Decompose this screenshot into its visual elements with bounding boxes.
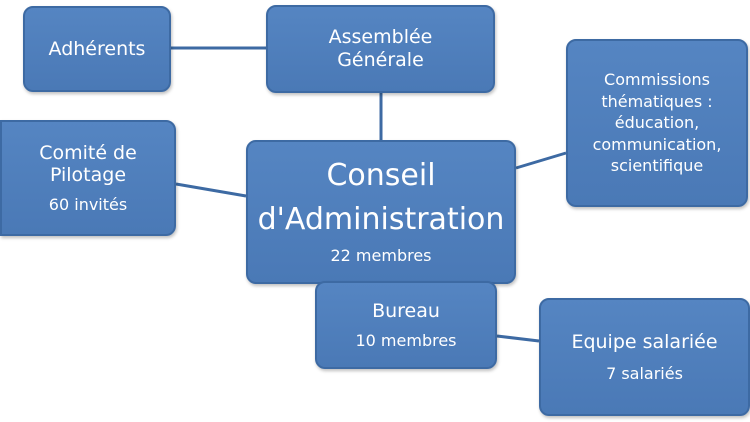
node-assemblee-generale: Assemblée Générale bbox=[266, 5, 495, 93]
node-bureau: Bureau 10 membres bbox=[315, 281, 497, 369]
node-comite-pilotage: Comité de Pilotage 60 invités bbox=[0, 120, 176, 236]
node-bureau-count: 10 membres bbox=[355, 330, 457, 350]
node-comite-label-2: Pilotage bbox=[49, 164, 127, 187]
node-equipe-label: Equipe salariée bbox=[571, 331, 718, 353]
node-adherents-label: Adhérents bbox=[48, 37, 146, 60]
node-comite-label-1: Comité de bbox=[39, 141, 137, 164]
node-conseil-count: 22 membres bbox=[330, 246, 432, 266]
node-comite-count: 60 invités bbox=[48, 195, 128, 215]
node-commissions-label-3: éducation, bbox=[614, 113, 700, 133]
node-commissions-label-2: thématiques : bbox=[601, 91, 713, 111]
node-equipe-count: 7 salariés bbox=[606, 363, 683, 383]
node-commissions-label-4: communication, bbox=[592, 134, 722, 154]
node-adherents: Adhérents bbox=[23, 6, 171, 92]
node-bureau-label: Bureau bbox=[372, 300, 440, 322]
connector-comite-conseil bbox=[175, 182, 247, 198]
node-commissions-label-1: Commissions bbox=[604, 70, 710, 90]
node-conseil-label-1: Conseil bbox=[326, 158, 436, 194]
connector-bureau-equipe bbox=[496, 334, 540, 343]
connector-conseil-commissions bbox=[515, 151, 567, 170]
node-conseil-administration: Conseil d'Administration 22 membres bbox=[246, 140, 516, 284]
node-commissions-thematiques: Commissions thématiques : éducation, com… bbox=[566, 39, 748, 207]
node-commissions-label-5: scientifique bbox=[610, 156, 704, 176]
node-assemblee-label-1: Assemblée bbox=[328, 26, 433, 49]
node-conseil-label-2: d'Administration bbox=[257, 202, 505, 238]
node-equipe-salariee: Equipe salariée 7 salariés bbox=[539, 298, 750, 416]
node-assemblee-label-2: Générale bbox=[337, 49, 424, 71]
